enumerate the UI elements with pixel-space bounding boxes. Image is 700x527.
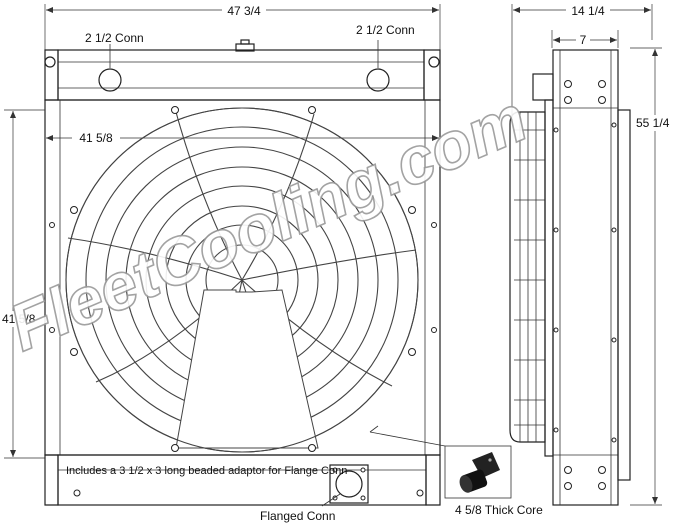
adaptor-detail-box (444, 445, 512, 499)
overall-depth-label: 14 1/4 (571, 4, 605, 18)
side-connection-stub (532, 73, 554, 101)
front-view: 47 3/4 2 1/2 Conn 2 1/2 Conn 41 5/8 (0, 2, 543, 523)
left-connection-label: 2 1/2 Conn (85, 31, 144, 45)
inner-depth-label: 7 (580, 33, 587, 47)
flanged-connection-label: Flanged Conn (260, 509, 335, 523)
side-bolts (553, 80, 617, 490)
bottom-tank (57, 454, 427, 506)
radiator-core-side (552, 49, 619, 506)
shroud-bolts (49, 106, 437, 452)
overall-width-label: 47 3/4 (227, 4, 261, 18)
right-lifting-eye (428, 56, 440, 68)
core-thickness-label: 4 5/8 Thick Core (455, 503, 543, 517)
height-label: 41 5/8 (2, 312, 36, 326)
fan-shroud-profile (509, 111, 546, 443)
left-connection-port (98, 68, 122, 92)
right-connection-port (366, 68, 390, 92)
beaded-adaptor-icon (459, 452, 500, 493)
left-lifting-eye (44, 56, 56, 68)
side-height-label: 55 1/4 (636, 116, 670, 130)
flanged-connection (329, 464, 369, 504)
top-tank (57, 49, 425, 101)
side-view: 14 1/4 7 55 1/4 (509, 2, 678, 506)
guard-cutaway (175, 289, 319, 449)
adaptor-note: Includes a 3 1/2 x 3 long beaded adaptor… (66, 465, 347, 477)
inner-width-label: 41 5/8 (79, 131, 113, 145)
right-connection-label: 2 1/2 Conn (356, 23, 415, 37)
